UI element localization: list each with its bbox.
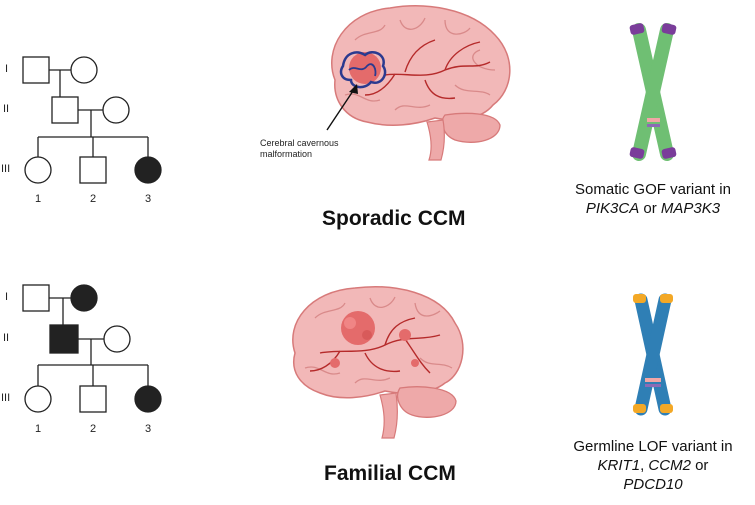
generation-label-I: I	[5, 291, 9, 303]
title-familial-ccm: Familial CCM	[324, 462, 456, 485]
generation-label-III: III	[1, 163, 11, 175]
gen3-female-1	[24, 156, 52, 184]
ccm-annotation: Cerebral cavernous malformation	[260, 138, 339, 159]
caption-or: or	[639, 200, 661, 217]
gene-pik3ca: PIK3CA	[585, 200, 640, 217]
caption-somatic: Somatic GOF variant in PIK3CA or MAP3K3	[553, 180, 753, 218]
gen3-female-1	[24, 385, 52, 413]
individual-number-1: 1	[35, 423, 42, 435]
gen1-female	[70, 56, 98, 84]
caption-or: or	[690, 457, 709, 474]
gen3-male-2	[79, 156, 107, 184]
gen1-male	[22, 284, 50, 312]
generation-label-II: II	[3, 332, 10, 344]
gen3-female-3-affected	[134, 385, 162, 413]
gene-krit1: KRIT1	[597, 457, 641, 474]
chromosome-germline	[625, 292, 681, 417]
caption-germline-line3: PDCD10	[553, 475, 753, 494]
gen2-male	[51, 96, 79, 124]
brain-sporadic	[305, 0, 525, 170]
gen2-female	[103, 325, 131, 353]
caption-germline: Germline LOF variant in KRIT1, CCM2 or P…	[553, 437, 753, 494]
generation-label-II: II	[3, 103, 10, 115]
gen3-female-3-affected	[134, 156, 162, 184]
pedigree-familial-svg	[22, 284, 162, 413]
chromosome-germline-svg	[633, 293, 673, 416]
pedigree-sporadic-svg	[22, 56, 162, 184]
gen2-male-affected	[49, 324, 79, 354]
caption-germline-line1: Germline LOF variant in	[573, 438, 733, 455]
title-sporadic-ccm: Sporadic CCM	[322, 207, 466, 230]
pedigree-familial: I II III 1 2 3	[0, 240, 200, 500]
chromosome-somatic	[625, 22, 681, 162]
gene-map3k3: MAP3K3	[660, 200, 721, 217]
individual-number-1: 1	[35, 193, 42, 205]
pedigree-sporadic: I II III 1 2 3	[0, 0, 200, 240]
brain-sporadic-illustration	[326, 5, 511, 161]
gen1-male	[22, 56, 50, 84]
individual-number-3: 3	[145, 193, 152, 205]
gen1-female-affected	[70, 284, 98, 312]
gen2-female	[102, 96, 130, 124]
individual-number-2: 2	[90, 423, 97, 435]
generation-label-III: III	[1, 392, 11, 404]
gen3-male-2	[79, 385, 107, 413]
caption-somatic-line2: PIK3CA or MAP3K3	[553, 199, 753, 218]
individual-number-3: 3	[145, 423, 152, 435]
gene-ccm2: CCM2	[648, 457, 691, 474]
caption-sep: ,	[640, 457, 649, 474]
generation-label-I: I	[5, 63, 9, 75]
gene-pdcd10: PDCD10	[623, 476, 683, 493]
caption-somatic-line1: Somatic GOF variant in	[575, 181, 731, 198]
individual-number-2: 2	[90, 193, 97, 205]
caption-germline-line2: KRIT1, CCM2 or	[553, 456, 753, 475]
brain-familial	[280, 283, 480, 443]
brain-familial-illustration	[292, 286, 464, 439]
chromosome-somatic-svg	[629, 23, 677, 161]
